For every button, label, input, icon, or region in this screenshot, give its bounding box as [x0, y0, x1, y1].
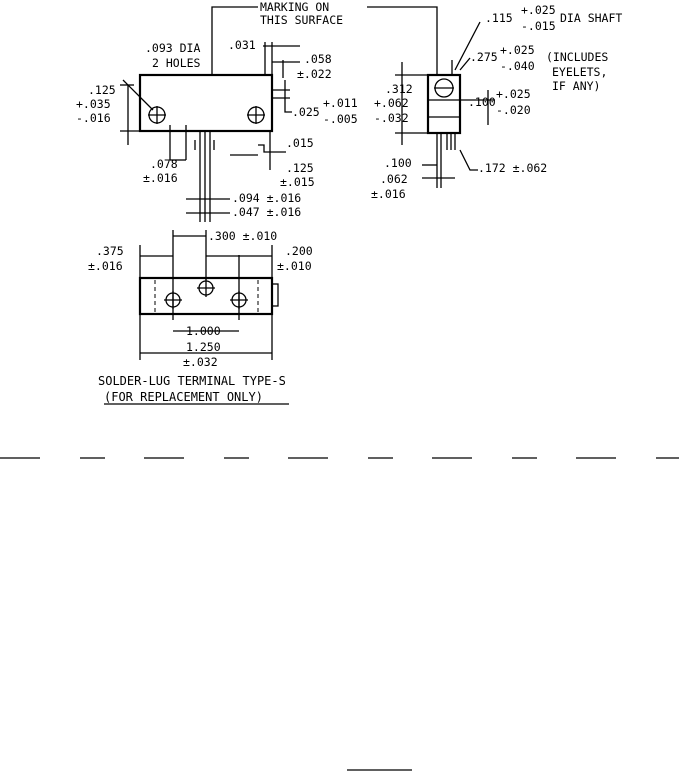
dim-078: .078 — [150, 157, 178, 171]
dim-062: .062 — [380, 172, 408, 186]
front-view — [120, 6, 438, 222]
dim-100-minus: -.020 — [496, 103, 531, 117]
marking-label-2: THIS SURFACE — [260, 13, 343, 27]
dim-125-minus: -.016 — [76, 111, 111, 125]
dim-312: .312 — [385, 82, 413, 96]
dim-100-plus: +.025 — [496, 87, 531, 101]
dim-275-plus: +.025 — [500, 43, 535, 57]
dim-312-minus: -.032 — [374, 111, 409, 125]
dim-275: .275 — [470, 50, 498, 64]
solder-lug-view — [138, 230, 279, 360]
dimension-text: MARKING ON THIS SURFACE .093 DIA 2 HOLES… — [76, 0, 622, 405]
dim-300: .300 ±.010 — [208, 229, 277, 243]
dim-125: .125 — [88, 83, 116, 97]
dim-125b: .125 — [286, 161, 314, 175]
dim-375-tol: ±.016 — [88, 259, 123, 273]
dim-025: .025 — [292, 105, 320, 119]
eyelet-note-1: (INCLUDES — [546, 50, 608, 64]
dim-078-tol: ±.016 — [143, 171, 178, 185]
marking-label-1: MARKING ON — [260, 0, 329, 14]
resistor-body-front — [138, 73, 274, 133]
dim-100b: .100 — [384, 156, 412, 170]
dim-062-tol: ±.016 — [371, 187, 406, 201]
eyelet-note-3: IF ANY) — [552, 79, 600, 93]
dim-375: .375 — [96, 244, 124, 258]
dim-047: .047 ±.016 — [232, 205, 301, 219]
dim-125b-tol: ±.015 — [280, 175, 315, 189]
dim-058-tol: ±.022 — [297, 67, 332, 81]
dim-100: .100 — [468, 95, 496, 109]
dim-025-minus: -.005 — [323, 112, 358, 126]
shaft-tol-minus: -.015 — [521, 19, 556, 33]
dim-172: .172 ±.062 — [478, 161, 547, 175]
dim-125-plus: +.035 — [76, 97, 111, 111]
shaft-dia: .115 — [485, 11, 513, 25]
dim-1000: 1.000 — [186, 324, 221, 338]
dim-200: .200 — [285, 244, 313, 258]
hole-count-label: 2 HOLES — [152, 56, 201, 70]
dim-031: .031 — [228, 38, 256, 52]
dim-275-minus: -.040 — [500, 59, 535, 73]
hole-dia-label: .093 DIA — [145, 41, 200, 55]
dim-058: .058 — [304, 52, 332, 66]
dim-312-plus: +.062 — [374, 96, 409, 110]
dim-025-plus: +.011 — [323, 96, 358, 110]
side-view — [395, 21, 495, 188]
shaft-tol-plus: +.025 — [521, 3, 556, 17]
shaft-label: DIA SHAFT — [560, 11, 622, 25]
dim-1250: 1.250 — [186, 340, 221, 354]
dim-015: .015 — [286, 136, 314, 150]
caption-line-2: (FOR REPLACEMENT ONLY) — [104, 390, 263, 404]
dim-094: .094 ±.016 — [232, 191, 301, 205]
resistor-body-side — [426, 73, 462, 135]
dim-200-tol: ±.010 — [277, 259, 312, 273]
dim-1250-tol: ±.032 — [183, 355, 218, 369]
caption-line-1: SOLDER-LUG TERMINAL TYPE-S — [98, 374, 286, 388]
eyelet-note-2: EYELETS, — [552, 65, 607, 79]
